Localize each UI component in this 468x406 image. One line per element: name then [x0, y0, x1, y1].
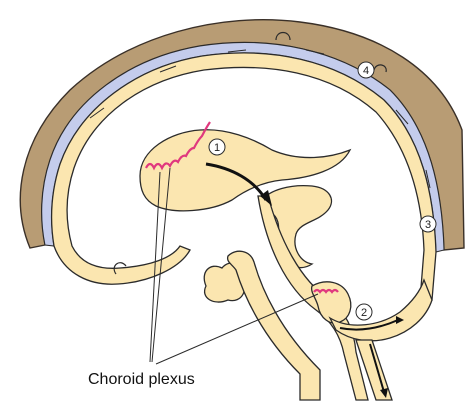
- fourth-ventricle: [312, 282, 351, 323]
- step-number-4: 4: [363, 65, 369, 77]
- step-number-1: 1: [214, 142, 220, 154]
- step-number-2: 2: [361, 307, 367, 319]
- step-marker-3: 3: [420, 216, 436, 232]
- brainstem-outline: [228, 251, 320, 400]
- choroid-plexus-label: Choroid plexus: [88, 371, 195, 389]
- step-number-3: 3: [425, 219, 431, 231]
- step-marker-1: 1: [209, 139, 225, 155]
- step-marker-4: 4: [358, 62, 374, 78]
- step-marker-2: 2: [356, 304, 372, 320]
